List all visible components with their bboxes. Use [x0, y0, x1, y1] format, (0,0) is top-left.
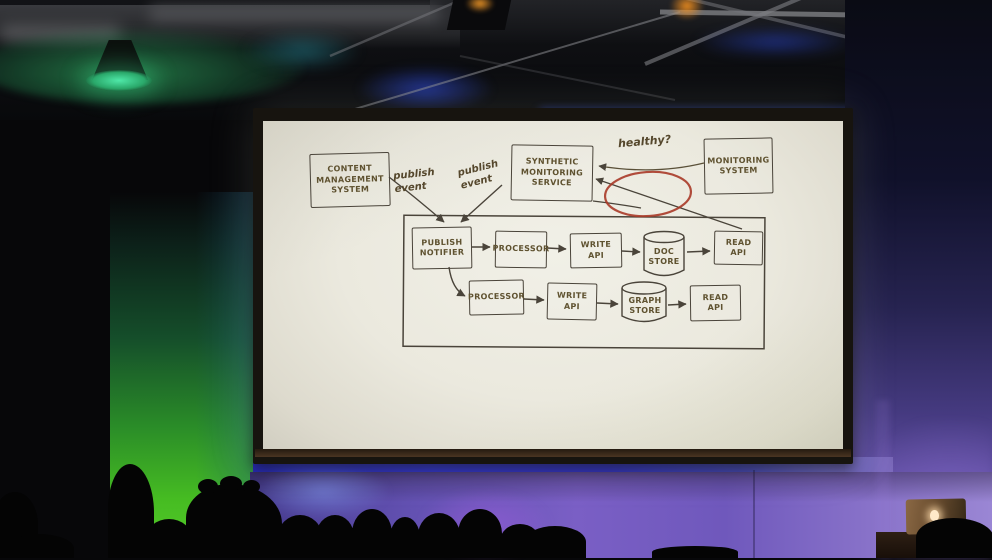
audience-head-silhouette	[418, 513, 460, 558]
node-monitoring-system: MONITORING SYSTEM	[703, 137, 774, 195]
node-graph-store: GRAPH STORE	[624, 289, 666, 323]
node-synthetic-monitoring-service: SYNTHETIC MONITORING SERVICE	[510, 144, 594, 202]
node-label: MONITORING SYSTEM	[707, 155, 770, 176]
node-read-api-top: READ API	[713, 230, 764, 266]
node-content-management-system: CONTENT MANAGEMENT SYSTEM	[309, 151, 391, 209]
node-write-api-bottom: WRITE API	[546, 282, 598, 321]
doc-store-cylinder	[643, 230, 685, 277]
audience-head-silhouette-curly	[186, 484, 282, 558]
audience-head-silhouette	[352, 509, 392, 558]
node-label: READ API	[725, 237, 752, 258]
hair-curl	[243, 480, 260, 493]
audience-head-silhouette	[524, 526, 586, 558]
node-label: PUBLISH NOTIFIER	[419, 237, 465, 258]
diagram-connectors	[388, 162, 766, 350]
arrow-notifier-to-processor-bottom	[448, 266, 466, 297]
ceiling-lamp-glow	[86, 70, 152, 91]
truss-beam	[459, 55, 676, 101]
node-label: WRITE API	[580, 239, 612, 260]
edge-label-publish-event-left: publish event	[392, 166, 436, 195]
node-processor-bottom: PROCESSOR	[467, 279, 526, 316]
arrow-processor-to-write-api-bottom	[523, 295, 545, 304]
audience-head-silhouette	[146, 519, 192, 558]
truss-blue-glow	[695, 28, 855, 56]
arrow-doc-store-to-read-api-top	[686, 247, 711, 256]
node-label: PROCESSOR	[492, 243, 550, 254]
node-label: GRAPH STORE	[628, 295, 662, 315]
arrow-graph-store-to-read-api-bottom	[667, 300, 687, 309]
node-label: SYNTHETIC MONITORING SERVICE	[520, 156, 584, 188]
truss-beam	[324, 11, 681, 119]
arrow-sms-to-publish-notifier	[460, 184, 503, 223]
node-label: WRITE API	[556, 290, 588, 311]
container-box	[402, 214, 766, 350]
audience-head-silhouette	[316, 515, 354, 558]
node-doc-store: DOC STORE	[644, 239, 684, 275]
ceiling-light-streak	[150, 6, 440, 21]
graph-store-cylinder	[621, 281, 667, 323]
audience-head-silhouette	[14, 534, 74, 558]
audience-head-silhouette	[278, 515, 322, 558]
audience-head-silhouette	[390, 517, 420, 558]
arrow-cms-to-publish-notifier	[388, 176, 445, 223]
audience-head-silhouette	[458, 509, 502, 558]
arrow-processor-to-write-api-top	[546, 244, 567, 253]
wall-seam	[753, 470, 755, 558]
apple-logo-icon	[930, 510, 939, 521]
line-sms-lower	[592, 200, 642, 209]
audience-head-silhouette	[700, 547, 736, 558]
orange-stage-light	[670, 0, 704, 20]
node-processor-top: PROCESSOR	[492, 230, 550, 269]
audience-head-silhouette	[916, 518, 992, 558]
arrow-monitoring-to-sms	[598, 162, 705, 171]
node-label: DOC STORE	[648, 246, 680, 266]
hair-curl	[220, 476, 242, 491]
orange-stage-light	[466, 0, 494, 12]
projection-screen: CONTENT MANAGEMENT SYSTEM SYNTHETIC MONI…	[253, 108, 853, 464]
arrow-write-api-to-graph-store	[596, 299, 619, 308]
wall-seam-highlight	[876, 400, 890, 558]
red-highlight-ellipse	[603, 170, 693, 218]
node-write-api-top: WRITE API	[569, 232, 623, 269]
screen-bezel-bottom	[255, 449, 851, 457]
node-read-api-bottom: READ API	[689, 284, 742, 322]
node-publish-notifier: PUBLISH NOTIFIER	[411, 226, 473, 270]
arrow-read-api-to-sms	[595, 177, 743, 230]
arrow-write-api-to-doc-store	[621, 247, 641, 256]
hair-curl	[198, 479, 218, 494]
node-label: CONTENT MANAGEMENT SYSTEM	[316, 163, 384, 195]
slide-tint	[263, 121, 843, 452]
truss-beam	[329, 0, 464, 58]
slide: CONTENT MANAGEMENT SYSTEM SYNTHETIC MONI…	[263, 121, 843, 452]
node-label: READ API	[702, 292, 729, 313]
node-label: PROCESSOR	[467, 291, 526, 302]
